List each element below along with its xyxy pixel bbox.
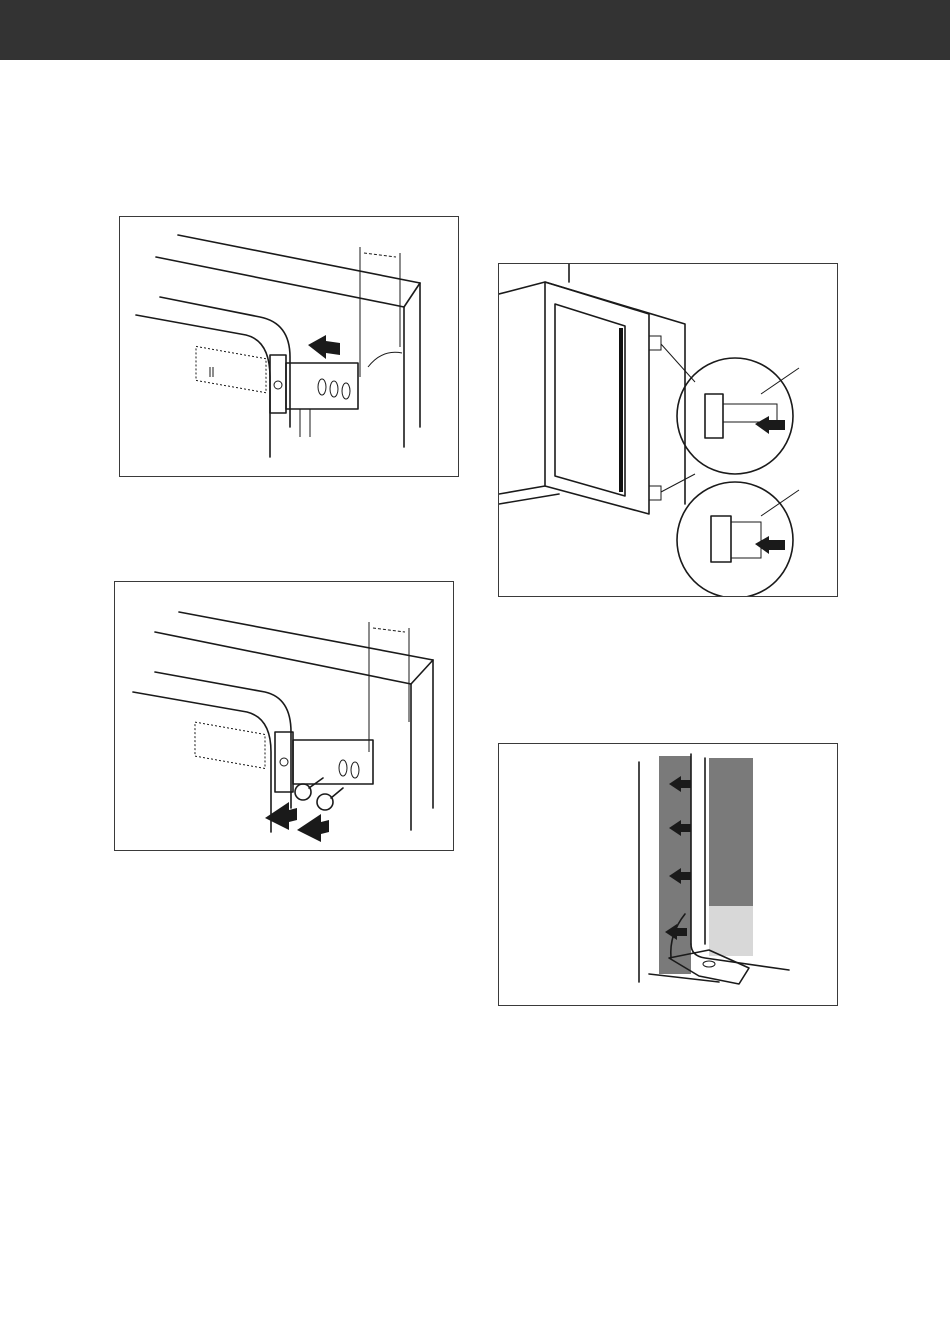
insert-arrow-bottom-icon xyxy=(755,536,785,554)
door-hinge-cover-illustration xyxy=(499,264,837,596)
bracket-screws-figure xyxy=(114,581,454,851)
screw-arrow-left-icon xyxy=(265,802,297,830)
hinge-bracket-screw-illustration xyxy=(115,582,453,850)
screw-icon-second xyxy=(317,788,343,810)
hinge-bracket-slide-illustration xyxy=(120,217,458,476)
bracket-slide-figure xyxy=(119,216,459,477)
zoom-circle-bottom xyxy=(677,482,793,596)
direction-arrow-icon xyxy=(308,335,340,359)
zoom-circle-top xyxy=(677,358,793,474)
door-seal-press-illustration xyxy=(499,744,837,1005)
screw-arrow-right-icon xyxy=(297,814,329,842)
door-seal-figure xyxy=(498,743,838,1006)
dashed-vents xyxy=(210,367,213,377)
door-hinge-figure xyxy=(498,263,838,597)
header-bar xyxy=(0,0,950,60)
insert-arrow-top-icon xyxy=(755,416,785,434)
